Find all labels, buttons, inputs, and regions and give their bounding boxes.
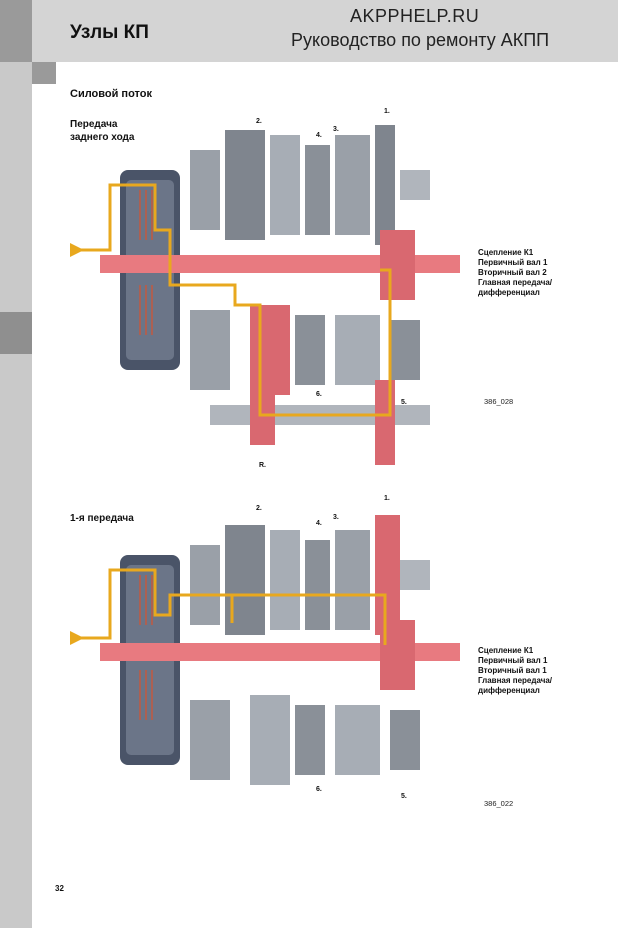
legend-item: Первичный вал 1 xyxy=(478,656,548,665)
header-accent-block xyxy=(32,62,56,84)
label-4: 4. xyxy=(316,132,322,139)
label-r: R. xyxy=(259,462,266,469)
final-drive-gear xyxy=(380,230,415,300)
label-6: 6. xyxy=(316,786,322,793)
clutch-plates xyxy=(139,575,153,720)
power-flow-path xyxy=(70,183,392,417)
label-5: 5. xyxy=(401,399,407,406)
clutch-plates xyxy=(139,190,153,335)
legend-item: Вторичный вал 1 xyxy=(478,666,547,675)
legend-item: дифференциал xyxy=(478,288,540,297)
diagram1-gearbox-illustration xyxy=(70,125,460,465)
label-5: 5. xyxy=(401,793,407,800)
diagram2-gearbox-illustration xyxy=(70,515,460,785)
lower-gear-cluster xyxy=(190,305,420,395)
legend-item: Вторичный вал 2 xyxy=(478,268,547,277)
differential-gear xyxy=(375,380,395,465)
label-1: 1. xyxy=(384,495,390,502)
diagram1-caption: Передача заднего хода xyxy=(70,118,134,144)
site-subtitle: Руководство по ремонту АКПП xyxy=(291,30,550,50)
page-title: Узлы КП xyxy=(70,22,149,43)
label-2: 2. xyxy=(256,118,262,125)
diagram1-legend: Сцепление К1 Первичный вал 1 Вторичный в… xyxy=(478,248,552,298)
reverse-gear xyxy=(250,395,275,445)
diagram2-caption: 1-я передача xyxy=(70,513,134,524)
diagram1-caption-line2: заднего хода xyxy=(70,132,135,143)
label-6: 6. xyxy=(316,391,322,398)
input-shaft-highlight xyxy=(100,643,460,661)
legend-item: дифференциал xyxy=(478,686,540,695)
section-heading: Силовой поток xyxy=(70,88,152,100)
legend-item: Сцепление К1 xyxy=(478,248,534,257)
site-name: AKPPHELP.RU xyxy=(350,6,480,26)
header-band xyxy=(0,0,618,62)
diagram1-figure-ref: 386_028 xyxy=(484,397,514,406)
diagram2-figure-ref: 386_022 xyxy=(484,799,514,808)
label-3: 3. xyxy=(333,514,339,521)
upper-gear-cluster xyxy=(190,515,430,635)
input-arrow-icon xyxy=(70,631,84,645)
input-shaft-highlight xyxy=(100,255,460,273)
legend-item: Первичный вал 1 xyxy=(478,258,548,267)
left-margin-tab xyxy=(0,312,32,354)
label-4: 4. xyxy=(316,520,322,527)
diagram2-legend: Сцепление К1 Первичный вал 1 Вторичный в… xyxy=(478,646,552,696)
legend-item: Главная передача/ xyxy=(478,278,553,287)
lower-gear-cluster xyxy=(190,695,420,785)
header-corner-block xyxy=(0,0,32,62)
upper-gear-cluster xyxy=(190,125,430,245)
power-flow-path xyxy=(70,568,387,645)
label-2: 2. xyxy=(256,505,262,512)
left-margin-strip xyxy=(0,0,32,928)
diagram1-caption-line1: Передача xyxy=(70,119,118,130)
legend-item: Главная передача/ xyxy=(478,676,553,685)
page-number: 32 xyxy=(55,884,64,893)
label-3: 3. xyxy=(333,126,339,133)
label-1: 1. xyxy=(384,108,390,115)
input-arrow-icon xyxy=(70,243,84,257)
legend-item: Сцепление К1 xyxy=(478,646,534,655)
